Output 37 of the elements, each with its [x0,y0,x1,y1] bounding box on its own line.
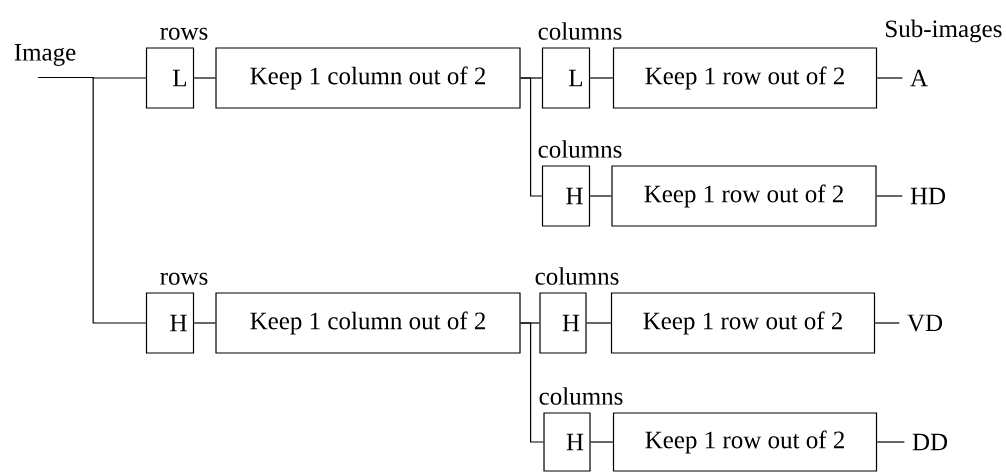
sub-image-label: DD [912,433,948,451]
process-box: Keep 1 column out of 2 [215,292,521,354]
process-box: Keep 1 row out of 2 [610,292,876,354]
sub-image-label: HD [910,187,946,205]
filter-box: H [543,412,591,472]
direction-label: columns [539,387,623,405]
process-box: Keep 1 row out of 2 [612,412,878,472]
direction-label: columns [535,267,619,285]
connector-line [876,195,903,197]
connector-line [589,77,614,79]
sub-image-label: VD [907,314,943,332]
column-heading: Sub-images [886,19,1002,43]
filter-box: L [541,47,591,109]
filter-box: L [145,47,195,109]
direction-label: rows [160,27,208,40]
connector-line [876,77,903,79]
connector-line [589,195,612,197]
direction-label: columns [538,140,622,158]
connector-line [586,322,612,324]
filter-box: H [541,165,591,227]
connector-line [193,322,216,324]
connector-line [37,76,147,324]
process-box: Keep 1 row out of 2 [611,165,877,227]
connector-line [193,77,216,79]
direction-label: rows [160,272,208,285]
connector-line [876,441,905,443]
filter-box: H [145,292,195,354]
connector-line [874,322,900,324]
process-box: Keep 1 row out of 2 [612,47,878,109]
input-label: Image [14,44,76,66]
connector-line [520,322,544,443]
sub-image-label: A [910,69,928,87]
process-box: Keep 1 column out of 2 [215,47,521,109]
direction-label: columns [538,22,622,40]
connector-line [590,441,614,443]
filter-box: H [539,292,587,354]
connector-line [520,77,543,197]
